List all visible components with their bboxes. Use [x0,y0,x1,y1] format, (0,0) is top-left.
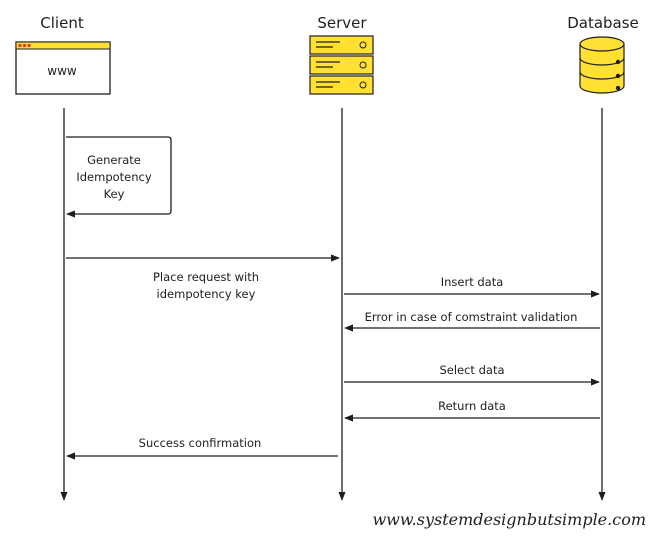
note-generate-line-1: Generate [87,153,141,167]
label-select-data: Select data [439,363,504,377]
client-label: Client [40,14,84,32]
label-place-request-line-1: Place request with [153,270,259,284]
label-insert-data: Insert data [441,275,504,289]
browser-window-icon: www [15,41,111,95]
label-constraint-error: Error in case of comstraint validation [365,310,578,324]
server-label: Server [317,14,367,32]
note-generate-line-2: Idempotency [76,170,152,184]
watermark-url: www.systemdesignbutsimple.com [372,510,646,529]
server-icon [309,35,374,95]
database-label: Database [567,14,639,32]
note-generate-line-3: Key [104,187,125,201]
database-icon [579,36,625,94]
label-place-request-line-2: idempotency key [157,287,256,301]
self-message-arrow [66,136,172,218]
browser-www-text: www [47,64,77,78]
label-success: Success confirmation [139,436,262,450]
label-return-data: Return data [438,399,506,413]
